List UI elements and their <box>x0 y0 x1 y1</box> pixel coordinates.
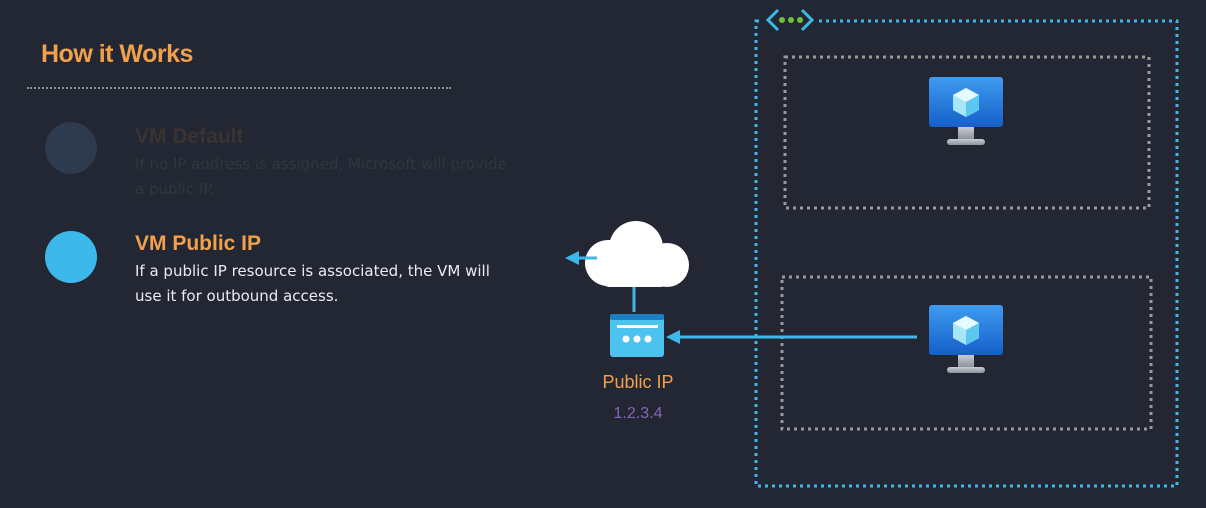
cloud-icon <box>585 221 689 287</box>
subnet-top <box>783 55 1151 210</box>
virtual-network-boundary <box>754 19 1179 488</box>
virtual-machine-icon <box>929 305 1003 373</box>
step-indicator-active <box>45 231 97 283</box>
outbound-connection <box>666 330 917 344</box>
public-ip-label: Public IP <box>602 372 673 392</box>
public-ip-icon <box>610 314 664 357</box>
step-description: If no IP address is assigned, Microsoft … <box>135 155 507 198</box>
step-description: If a public IP resource is associated, t… <box>135 262 490 305</box>
title-divider <box>27 87 451 89</box>
virtual-network-icon <box>763 8 817 34</box>
step-title: VM Default <box>135 125 244 148</box>
step-indicator-inactive <box>45 122 97 174</box>
page-title: How it Works <box>41 40 193 68</box>
internet-arrow <box>565 251 597 265</box>
public-ip-address: 1.2.3.4 <box>614 405 663 422</box>
subnet-bottom <box>780 275 1153 431</box>
virtual-machine-icon <box>929 77 1003 145</box>
step-title: VM Public IP <box>135 232 262 255</box>
